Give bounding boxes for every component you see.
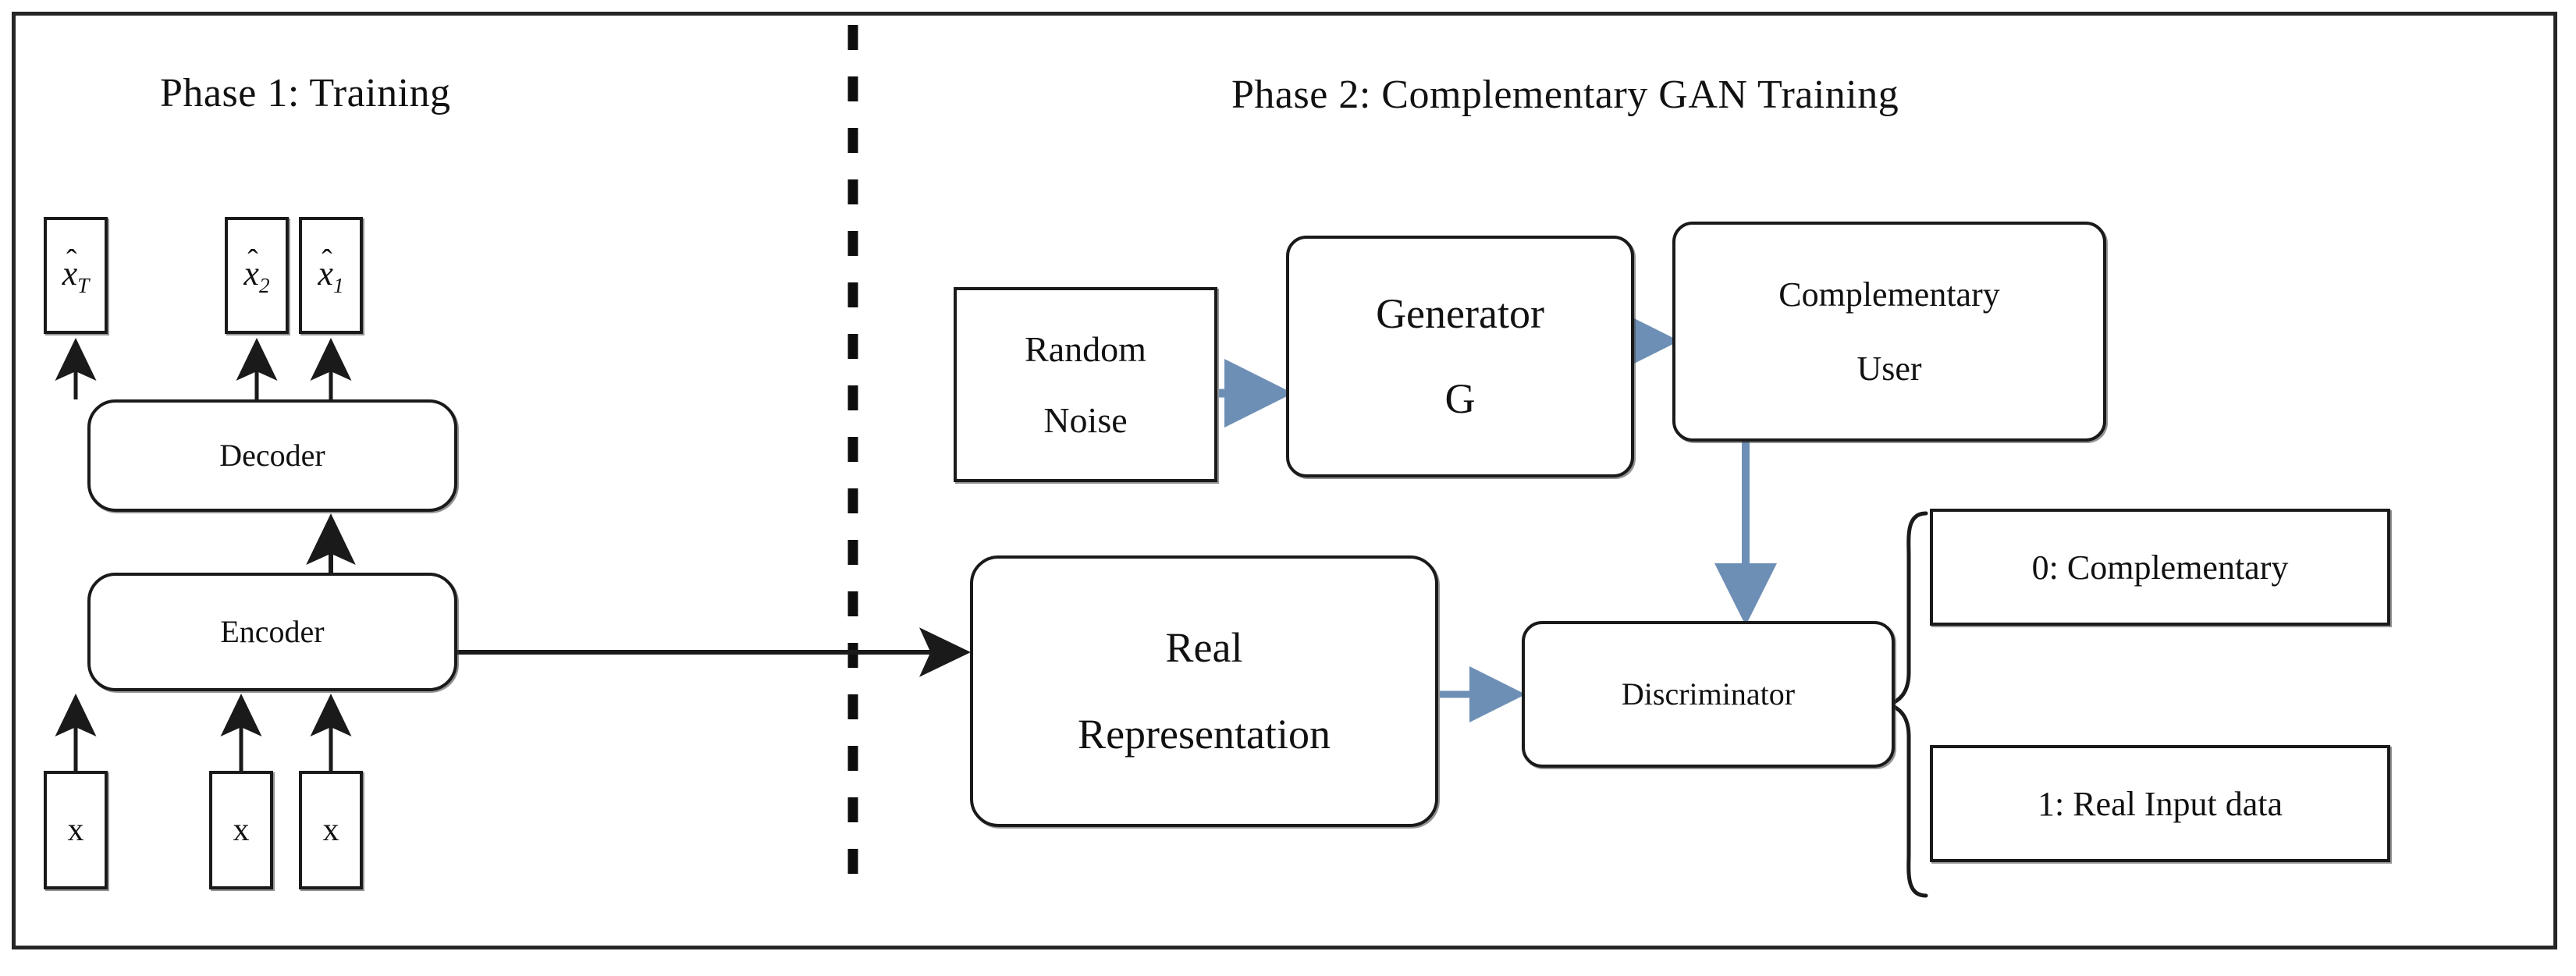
xhat-T-label: ̂xT bbox=[62, 252, 90, 299]
decoder-label: Decoder bbox=[219, 438, 325, 473]
hat-accent-icon: ̂ bbox=[318, 241, 336, 281]
discriminator-box[interactable]: Discriminator bbox=[1522, 621, 1895, 768]
generator-box[interactable]: Generator G bbox=[1286, 236, 1634, 477]
encoder-label: Encoder bbox=[220, 614, 325, 649]
generator-line2: G bbox=[1444, 375, 1476, 422]
random-noise-box[interactable]: Random Noise bbox=[954, 287, 1217, 482]
output-label-box-real-input[interactable]: 1: Real Input data bbox=[1930, 745, 2390, 862]
phase2-title: Phase 2: Complementary GAN Training bbox=[1231, 73, 1899, 117]
phase1-title: Phase 1: Training bbox=[160, 71, 451, 115]
input-box-x-3[interactable]: x bbox=[299, 771, 363, 889]
output-label-box-complementary[interactable]: 0: Complementary bbox=[1930, 509, 2390, 626]
real-representation-line1: Real bbox=[1165, 623, 1243, 671]
complementary-user-line1: Complementary bbox=[1778, 275, 2000, 314]
output-box-xhat-2[interactable]: ̂x2 bbox=[225, 217, 289, 334]
output-label-real-input: 1: Real Input data bbox=[2037, 784, 2283, 823]
decoder-box[interactable]: Decoder bbox=[87, 399, 457, 512]
real-representation-line2: Representation bbox=[1078, 711, 1331, 758]
real-representation-box[interactable]: Real Representation bbox=[970, 555, 1438, 827]
input-x-2-label: x bbox=[233, 811, 250, 848]
input-box-x-2[interactable]: x bbox=[209, 771, 273, 889]
random-noise-line2: Noise bbox=[1043, 400, 1128, 440]
complementary-user-line2: User bbox=[1856, 350, 1922, 388]
complementary-user-box[interactable]: Complementary User bbox=[1672, 222, 2106, 442]
xhat-1-label: ̂x1 bbox=[318, 252, 343, 299]
output-box-xhat-1[interactable]: ̂x1 bbox=[299, 217, 363, 334]
input-box-x-1[interactable]: x bbox=[44, 771, 108, 889]
random-noise-line1: Random bbox=[1025, 328, 1146, 369]
discriminator-label: Discriminator bbox=[1621, 676, 1796, 712]
hat-accent-icon: ̂ bbox=[62, 241, 81, 281]
output-label-complementary: 0: Complementary bbox=[2031, 548, 2289, 587]
input-x-3-label: x bbox=[322, 811, 339, 848]
hat-accent-icon: ̂ bbox=[243, 241, 261, 281]
encoder-box[interactable]: Encoder bbox=[87, 573, 457, 691]
output-box-xhat-T[interactable]: ̂xT bbox=[44, 217, 108, 334]
input-x-1-label: x bbox=[67, 811, 84, 848]
xhat-2-label: ̂x2 bbox=[243, 252, 269, 299]
generator-line1: Generator bbox=[1376, 289, 1544, 337]
